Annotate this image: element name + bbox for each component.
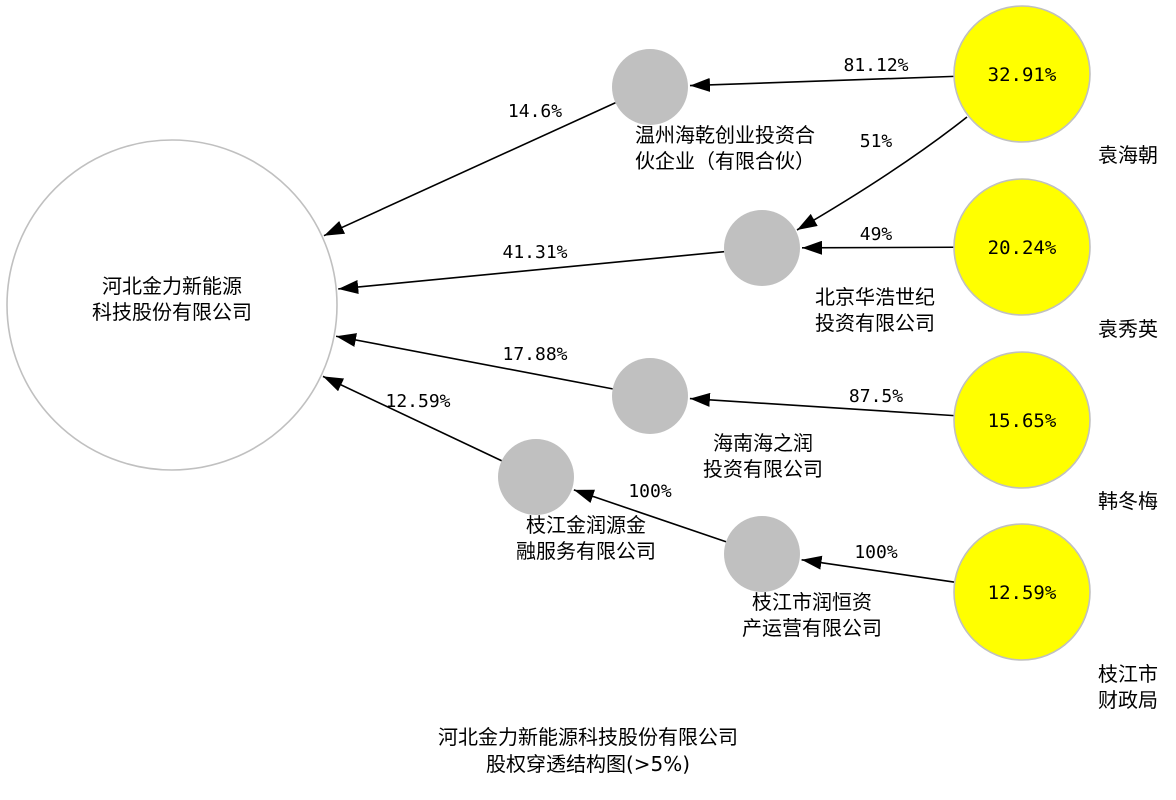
- company-node-beijing: [724, 210, 800, 286]
- target-company-label-line: 科技股份有限公司: [92, 300, 252, 324]
- edge-label-e4: 87.5%: [849, 386, 903, 407]
- edge-label-e2: 51%: [860, 131, 893, 152]
- edge-hainan-to-target: [335, 333, 613, 390]
- edge-yuan_haichao-to-beijing: [796, 116, 968, 231]
- holder-node-yuan_haichao: [953, 5, 1091, 143]
- target-company-node: [6, 139, 338, 471]
- company-label-wenzhou: 温州海乾创业投资合: [635, 123, 815, 147]
- holder-value-yuan_xiuying: 20.24%: [988, 237, 1057, 259]
- holder-node-yuan_xiuying: [953, 178, 1091, 316]
- holder-name-zhijiang_caizheng: 枝江市: [1098, 662, 1158, 686]
- edge-zhijiang_runheng-to-zhijiang_jinrun: [573, 489, 727, 543]
- company-node-hainan: [612, 358, 688, 434]
- edge-yuan_xiuying-to-beijing: [801, 240, 955, 255]
- company-label-beijing: 北京华浩世纪: [815, 285, 935, 309]
- edges-layer: 81.12% 51% 49% 87.5% 100% 100% 14.6% 41.31% 17.8…: [322, 55, 968, 583]
- holder-value-han_dongmei: 15.65%: [988, 410, 1057, 432]
- holder-node-han_dongmei: [953, 351, 1091, 489]
- edge-han_dongmei-to-hainan: [689, 392, 955, 417]
- holder-name-zhijiang_caizheng: 财政局: [1098, 688, 1158, 712]
- caption-line-2: 股权穿透结构图(>5%): [486, 752, 690, 776]
- holder-name-yuan_xiuying: 袁秀英: [1098, 317, 1158, 341]
- holder-name-yuan_haichao: 袁海朝: [1098, 143, 1158, 167]
- company-label-wenzhou: 伙企业（有限合伙）: [635, 149, 815, 173]
- holder-value-yuan_haichao: 32.91%: [988, 64, 1057, 86]
- holder-node-zhijiang_caizheng: [953, 523, 1091, 661]
- company-label-zhijiang_runheng: 产运营有限公司: [742, 616, 882, 640]
- holder-value-zhijiang_caizheng: 12.59%: [988, 582, 1057, 604]
- edge-wenzhou-to-target: [323, 102, 616, 237]
- company-label-beijing: 投资有限公司: [815, 311, 935, 335]
- edge-zhijiang_caizheng-to-zhijiang_runheng: [801, 555, 955, 583]
- edge-label-e9: 17.88%: [502, 344, 567, 365]
- nodes-layer: 河北金力新能源科技股份有限公司温州海乾创业投资合伙企业（有限合伙）北京华浩世纪投…: [6, 5, 1158, 712]
- company-label-zhijiang_jinrun: 枝江金润源金: [526, 513, 646, 537]
- edge-zhijiang_jinrun-to-target: [322, 375, 502, 462]
- target-company-label-line: 河北金力新能源: [102, 274, 242, 298]
- company-label-hainan: 海南海之润: [713, 431, 813, 455]
- edge-yuan_haichao-to-wenzhou: [689, 75, 955, 92]
- company-node-wenzhou: [612, 49, 688, 125]
- edge-label-e10: 12.59%: [385, 391, 450, 412]
- company-label-hainan: 投资有限公司: [703, 457, 823, 481]
- edge-label-e8: 41.31%: [502, 242, 567, 263]
- company-node-zhijiang_runheng: [724, 516, 800, 592]
- holder-name-han_dongmei: 韩冬梅: [1098, 489, 1158, 513]
- company-label-zhijiang_jinrun: 融服务有限公司: [516, 539, 656, 563]
- edge-label-e5: 100%: [854, 542, 898, 563]
- edge-beijing-to-target: [338, 250, 725, 294]
- edge-label-e7: 14.6%: [508, 101, 562, 122]
- company-node-zhijiang_jinrun: [498, 439, 574, 515]
- edge-label-e6: 100%: [628, 481, 672, 502]
- edge-label-e3: 49%: [860, 224, 893, 245]
- caption-line-1: 河北金力新能源科技股份有限公司: [438, 725, 738, 749]
- edge-label-e1: 81.12%: [843, 55, 908, 76]
- company-label-zhijiang_runheng: 枝江市润恒资: [752, 590, 872, 614]
